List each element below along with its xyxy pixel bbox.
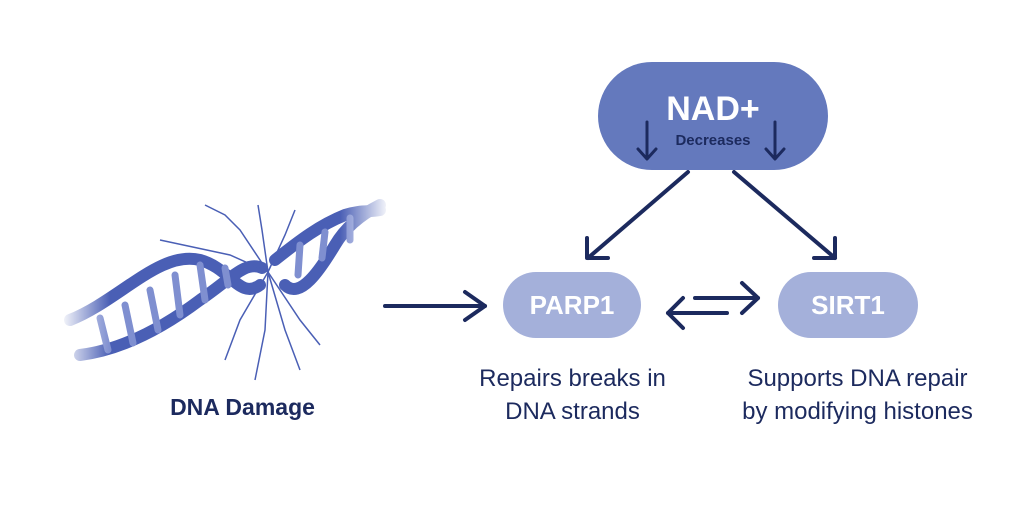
- sirt1-description: Supports DNA repair by modifying histone…: [742, 365, 973, 425]
- nad-to-parp1-arrow: [585, 170, 690, 260]
- dna-damage-label: DNA Damage: [170, 394, 315, 420]
- sirt1-node: SIRT1: [778, 272, 918, 338]
- dna-to-parp1-arrow: [383, 290, 487, 322]
- nad-to-sirt1-arrow: [732, 170, 837, 260]
- sirt1-label: SIRT1: [811, 289, 885, 320]
- nad-label: NAD+: [666, 89, 760, 128]
- parp1-label: PARP1: [529, 289, 615, 320]
- nad-node: NAD+ Decreases: [598, 62, 828, 170]
- parp1-sirt1-exchange-arrow: [666, 281, 760, 330]
- dna-helix-icon: [64, 199, 386, 361]
- crack-lines-icon: [159, 204, 321, 381]
- nad-sublabel: Decreases: [675, 132, 751, 149]
- parp1-node: PARP1: [503, 272, 641, 338]
- parp1-description: Repairs breaks in DNA strands: [479, 365, 666, 425]
